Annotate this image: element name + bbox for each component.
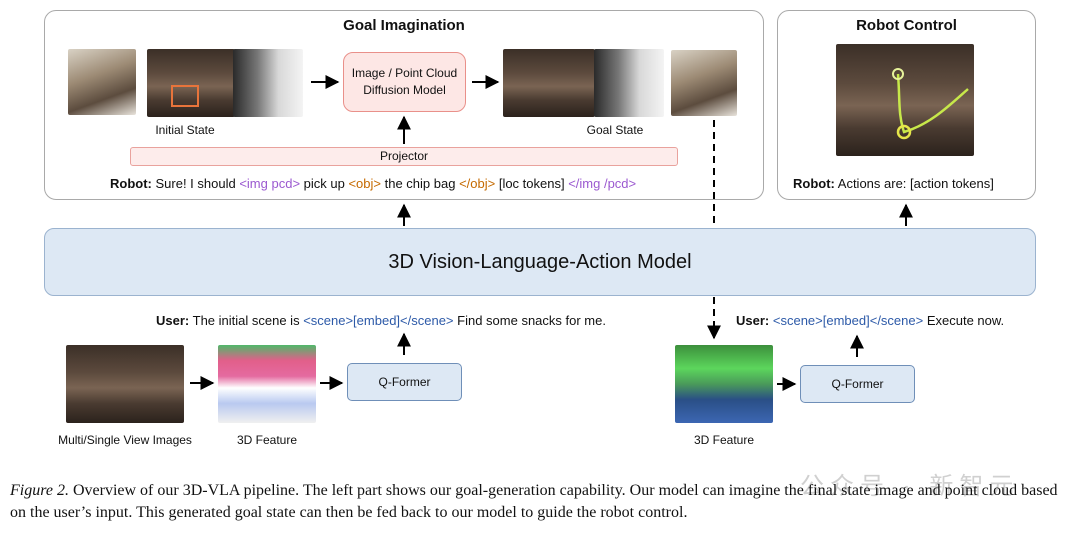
diffusion-model-box: Image / Point Cloud Diffusion Model bbox=[343, 52, 466, 112]
goal-state-caption: Goal State bbox=[586, 123, 644, 137]
diffusion-model-line1: Image / Point Cloud bbox=[351, 66, 458, 80]
robot-speaker-label: Robot: bbox=[110, 176, 152, 191]
figure-caption: Figure 2. Overview of our 3D-VLA pipelin… bbox=[10, 480, 1070, 524]
robot-control-panel: Robot Control bbox=[777, 10, 1036, 200]
control-robot-text: Actions are: [action tokens] bbox=[834, 176, 994, 191]
left-3d-feature bbox=[218, 345, 316, 423]
robot-text-1: Sure! I should bbox=[151, 176, 240, 191]
right-3d-feature bbox=[675, 345, 773, 423]
right-qformer-label: Q-Former bbox=[831, 377, 884, 391]
robot-control-photo bbox=[836, 44, 974, 156]
multi-view-caption: Multi/Single View Images bbox=[58, 433, 192, 447]
trajectory-overlay bbox=[892, 68, 969, 140]
img-pcd-token: <img pcd> bbox=[239, 176, 301, 191]
left-qformer-box: Q-Former bbox=[347, 363, 462, 401]
vla-model-box: 3D Vision-Language-Action Model bbox=[44, 228, 1036, 296]
target-object-highlight bbox=[171, 85, 199, 107]
obj-open-token: <obj> bbox=[348, 176, 381, 191]
obj-close-token: </obj> bbox=[459, 176, 496, 191]
right-scene-token: <scene>[embed]</scene> bbox=[772, 313, 924, 328]
robot-control-title: Robot Control bbox=[856, 17, 957, 34]
control-robot-line: Robot: Actions are: [action tokens] bbox=[793, 176, 994, 191]
control-robot-speaker: Robot: bbox=[793, 176, 835, 191]
projector-bar: Projector bbox=[130, 147, 678, 166]
goal-imagination-title: Goal Imagination bbox=[343, 17, 465, 34]
img-pcd-close-token: </img /pcd> bbox=[568, 176, 637, 191]
right-3d-feature-caption: 3D Feature bbox=[693, 433, 755, 447]
initial-state-small-photo bbox=[68, 49, 136, 115]
left-scene-token: <scene>[embed]</scene> bbox=[303, 313, 454, 328]
robot-text-3: the chip bag bbox=[381, 176, 460, 191]
diffusion-model-line2: Diffusion Model bbox=[363, 83, 446, 97]
initial-state-caption: Initial State bbox=[155, 123, 215, 137]
left-3d-feature-caption: 3D Feature bbox=[236, 433, 298, 447]
left-user-text-1: The initial scene is bbox=[189, 313, 304, 328]
goal-depth-map bbox=[594, 49, 664, 117]
goal-robot-line: Robot: Sure! I should <img pcd> pick up … bbox=[110, 176, 636, 191]
figure-caption-text: Overview of our 3D-VLA pipeline. The lef… bbox=[10, 482, 1058, 521]
robot-text-4: [loc tokens] bbox=[495, 176, 569, 191]
right-user-speaker: User: bbox=[736, 313, 770, 328]
left-user-text-2: Find some snacks for me. bbox=[453, 313, 606, 328]
initial-depth-map bbox=[233, 49, 303, 117]
goal-state-photo bbox=[503, 49, 595, 117]
right-user-text-2: Execute now. bbox=[923, 313, 1005, 328]
watermark: 公众号 · 新智元 bbox=[800, 473, 1020, 500]
left-user-speaker: User: bbox=[156, 313, 190, 328]
figure-caption-prefix: Figure 2. bbox=[10, 482, 69, 499]
initial-state-photo bbox=[147, 49, 235, 117]
goal-state-small-photo bbox=[671, 50, 737, 116]
left-qformer-label: Q-Former bbox=[378, 375, 431, 389]
multi-view-photo bbox=[66, 345, 184, 423]
right-user-line: User: <scene>[embed]</scene> Execute now… bbox=[736, 313, 1004, 328]
robot-text-2: pick up bbox=[300, 176, 349, 191]
vla-model-label: 3D Vision-Language-Action Model bbox=[388, 250, 692, 273]
right-qformer-box: Q-Former bbox=[800, 365, 915, 403]
left-user-line: User: The initial scene is <scene>[embed… bbox=[156, 313, 606, 328]
